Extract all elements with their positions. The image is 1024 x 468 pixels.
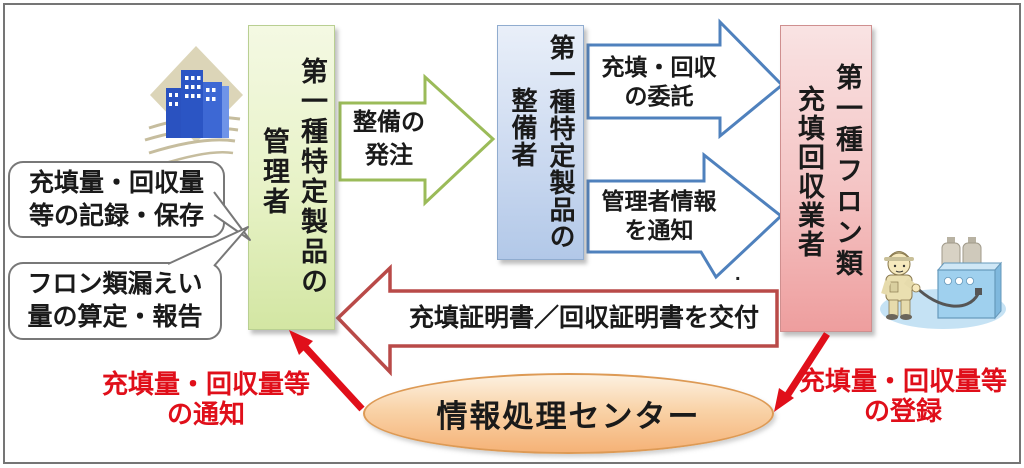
recovery-name-text: 充填回収業者 xyxy=(794,85,824,259)
recovery-operator-box: 第一種フロン類 充填回収業者 xyxy=(780,25,872,332)
order-arrow xyxy=(338,73,496,207)
entrust-arrow-label: 充填・回収 の委託 xyxy=(601,54,717,109)
notify-info-arrow-label: 管理者情報 を通知 xyxy=(601,188,717,243)
register-amount-label: 充填量・回収量等 の登録 xyxy=(798,366,1007,426)
record-keeping-bubble: 充填量・回収量 等の記録・保存 xyxy=(8,161,225,238)
stray-dot: . xyxy=(735,263,741,285)
manager-role-text: 第一種特定製品の xyxy=(297,57,327,297)
entrust-arrow xyxy=(586,18,785,140)
info-processing-center-ellipse: 情報処理センター xyxy=(363,373,774,454)
manager-name-text: 管理者 xyxy=(259,127,289,217)
recovery-role-text: 第一種フロン類 xyxy=(832,63,862,280)
recovery-worker-icon xyxy=(880,237,1006,329)
certificate-arrow-label: 充填証明書／回収証明書を交付 xyxy=(408,304,759,332)
notify-amount-label: 充填量・回収量等 の通知 xyxy=(101,369,310,429)
info-processing-center-label: 情報処理センター xyxy=(436,399,701,434)
servicer-role-text: 第一種特定製品の xyxy=(546,34,576,250)
servicer-name-text: 整備者 xyxy=(508,87,538,168)
order-arrow-label: 整備の 発注 xyxy=(353,109,425,169)
leakage-report-bubble: フロン類漏えい 量の算定・報告 xyxy=(8,262,222,340)
servicer-box: 第一種特定製品の 整備者 xyxy=(497,25,584,260)
manager-box: 第一種特定製品の 管理者 xyxy=(248,25,335,330)
certificate-arrow xyxy=(335,263,779,377)
notify-info-arrow xyxy=(586,151,784,280)
office-building-icon xyxy=(144,46,243,167)
